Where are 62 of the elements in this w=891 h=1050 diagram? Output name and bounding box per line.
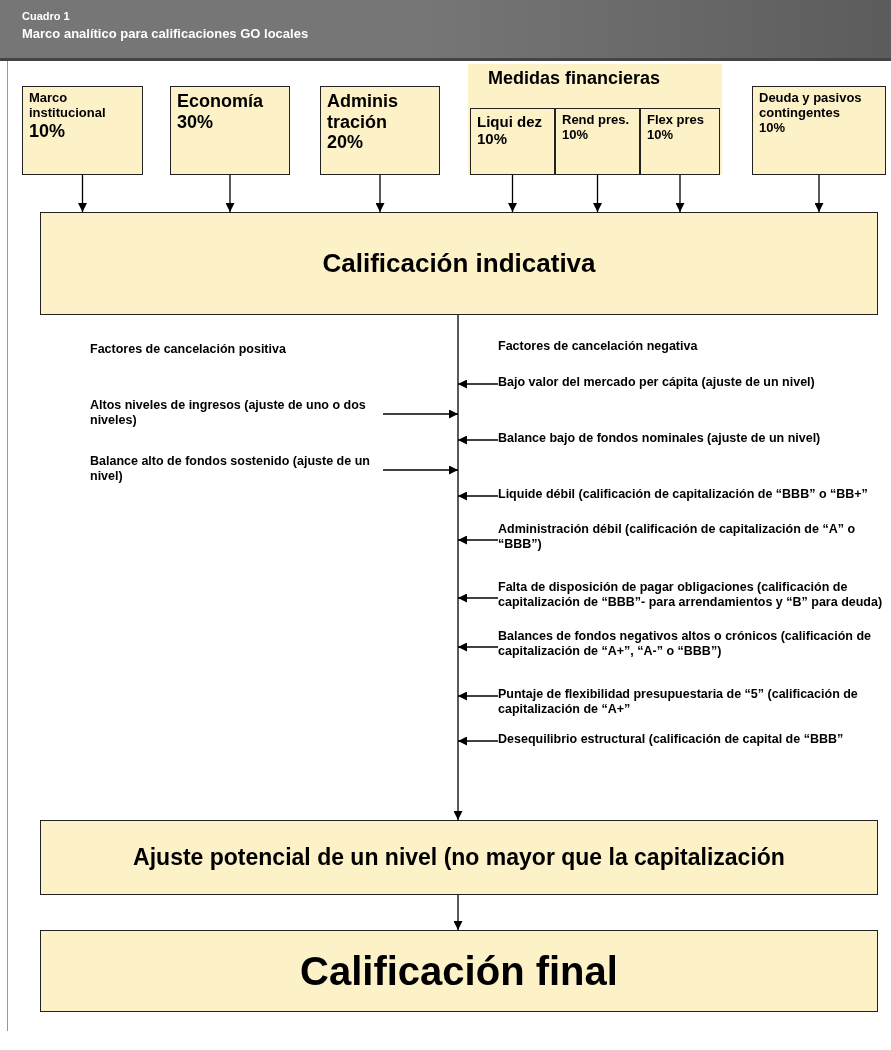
arrow [457, 691, 499, 701]
category-box [470, 108, 555, 175]
box-label: 10% [647, 127, 674, 143]
factor-text: Puntaje de flexibilidad presupuestaria de “5” (calificación de capitalización de “A+” [498, 687, 886, 717]
arrow [508, 174, 517, 213]
rating-box [40, 212, 878, 315]
box-label: 10% [759, 120, 786, 136]
factor-text: Liquide débil (calificación de capitalización de “BBB” o “BB+” [498, 487, 886, 502]
box-label: 10% [477, 130, 508, 148]
arrow [457, 642, 499, 652]
factor-text: Administración débil (calificación de capitalización de “A” o “BBB”) [498, 522, 886, 552]
arrow [675, 174, 685, 213]
group-box [468, 64, 722, 175]
column-heading: Factores de cancelación positiva [90, 342, 286, 356]
box-label: Flex pres [647, 113, 705, 128]
diagram-title: Marco analítico para calificaciones GO locales [22, 26, 309, 41]
box-label: Liqui dez [477, 113, 542, 131]
rating-title: Ajuste potencial de un nivel (no mayor que la capitalización [133, 844, 785, 871]
category-box [752, 86, 886, 175]
rating-title: Calificación final [300, 948, 618, 994]
category-box [640, 108, 720, 175]
category-box [22, 86, 143, 175]
arrow [225, 174, 235, 213]
arrow [375, 174, 385, 213]
rating-box [40, 930, 878, 1012]
box-label: Adminis tración [327, 91, 399, 133]
arrow [382, 409, 459, 419]
arrow [453, 314, 463, 821]
factor-text: Balance alto de fondos sostenido (ajuste de un nivel) [90, 454, 383, 484]
arrow [457, 593, 499, 603]
rating-box [40, 820, 878, 895]
category-box [320, 86, 440, 175]
arrow [457, 435, 499, 445]
box-label: 30% [177, 111, 214, 133]
box-label: 20% [327, 132, 364, 154]
column-heading: Factores de cancelación negativa [498, 339, 698, 353]
arrow [457, 736, 499, 746]
figure-number: Cuadro 1 [22, 10, 70, 22]
factor-text: Falta de disposición de pagar obligaciones (calificación de capitalización de “BBB”- para arrendamientos y “B” para deuda) [498, 580, 886, 610]
factor-text: Balance bajo de fondos nominales (ajuste de un nivel) [498, 431, 886, 446]
factor-text: Bajo valor del mercado per cápita (ajuste de un nivel) [498, 375, 886, 390]
arrow [457, 379, 499, 389]
factor-text: Altos niveles de ingresos (ajuste de uno o dos niveles) [90, 398, 383, 428]
arrow [453, 894, 463, 931]
category-box [170, 86, 290, 175]
box-label: 10% [562, 127, 589, 143]
factor-text: Balances de fondos negativos altos o crónicos (calificación de capitalización de “A+”, “A-” o “BBB”) [498, 629, 886, 659]
arrow [457, 535, 499, 545]
box-label: Medidas financieras [488, 68, 661, 89]
arrow [593, 174, 602, 213]
arrow [382, 465, 459, 475]
box-label: Deuda y pasivos contingentes [759, 91, 863, 121]
box-label: Economía [177, 91, 264, 112]
arrow [78, 174, 87, 213]
arrow [814, 174, 824, 213]
box-label: Rend pres. [562, 113, 630, 128]
arrow [457, 491, 499, 501]
rating-title: Calificación indicativa [322, 248, 596, 279]
category-box [555, 108, 640, 175]
box-label: 10% [29, 120, 66, 142]
factor-text: Desequilibrio estructural (calificación de capital de “BBB” [498, 732, 886, 747]
box-label: Marco institucional [29, 91, 107, 121]
